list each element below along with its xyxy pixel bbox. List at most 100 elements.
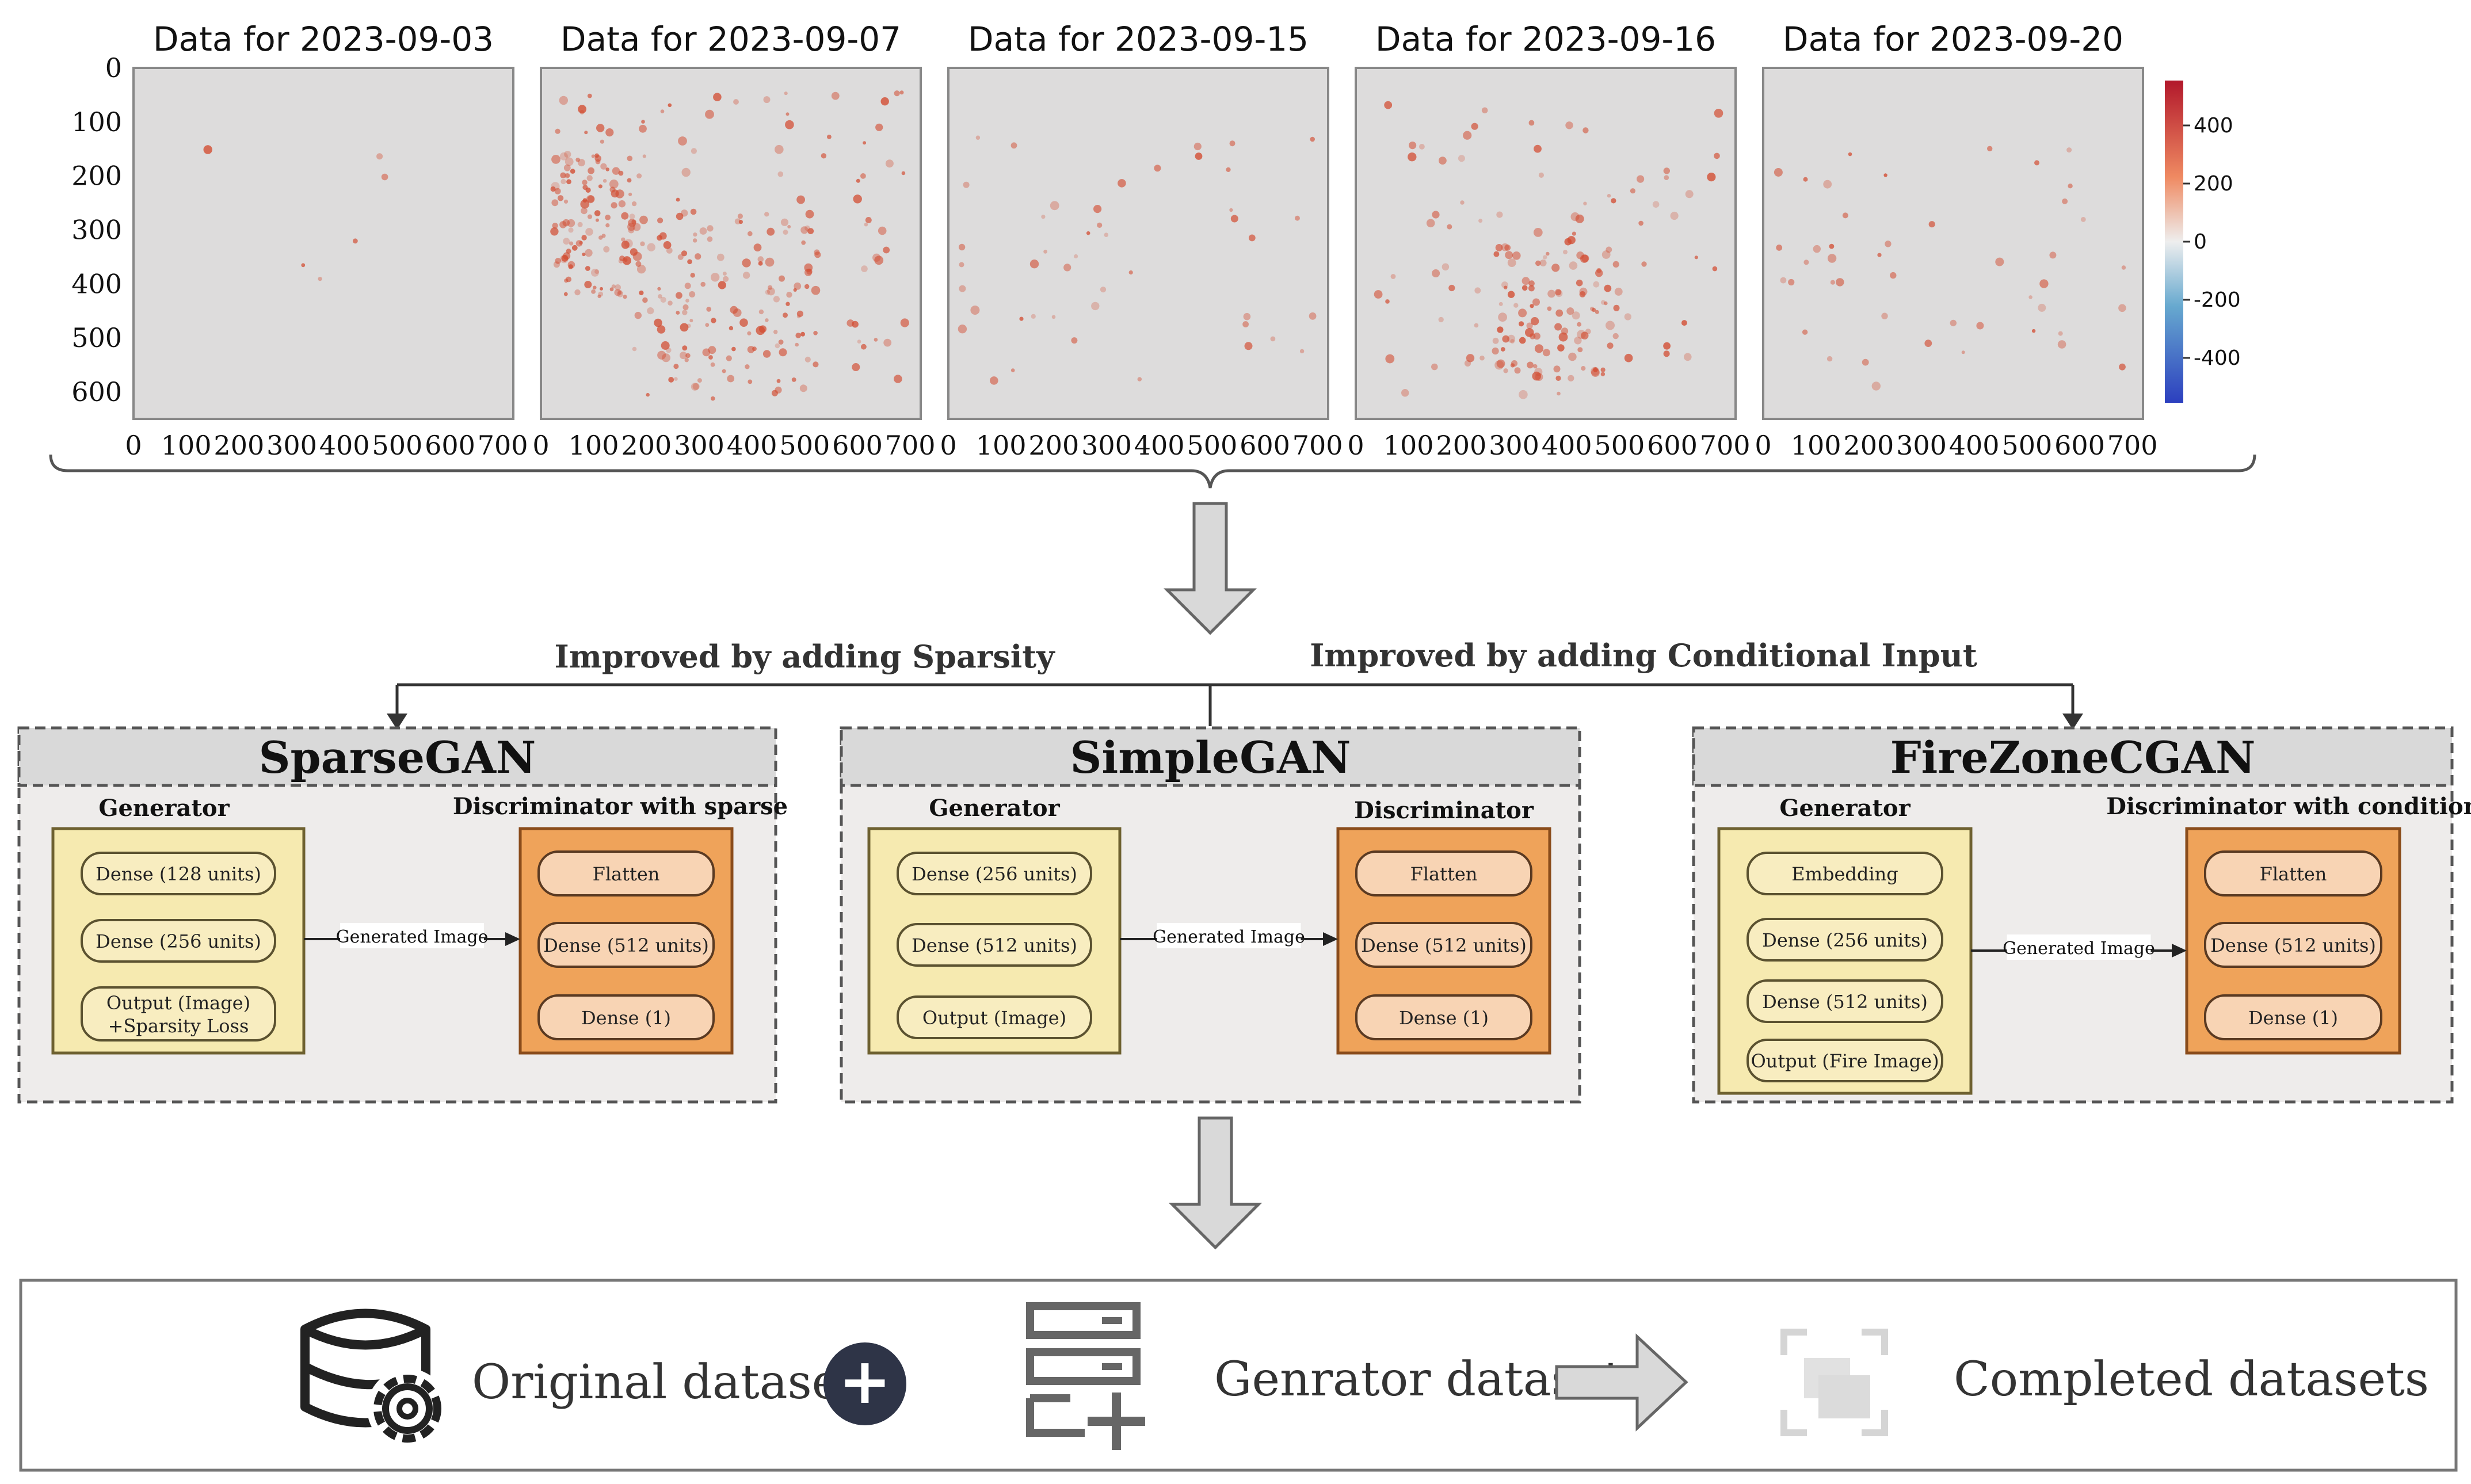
hotspot-dot	[557, 195, 564, 201]
hotspot-dot	[1463, 131, 1472, 140]
hotspot-dot	[1501, 243, 1509, 251]
x-tick-label: 0	[532, 430, 549, 461]
hotspot-dot	[1448, 284, 1455, 292]
hotspot-dot	[2049, 251, 2057, 259]
heatmap-hotspots	[203, 145, 388, 281]
hotspot-dot	[552, 223, 558, 229]
x-tick-label: 600	[1240, 430, 1290, 461]
hotspot-dot	[1519, 337, 1526, 344]
y-tick-label: 300	[71, 215, 122, 246]
right-arrow-icon	[1555, 1333, 1688, 1432]
hotspot-dot	[1539, 260, 1547, 266]
hotspot-dot	[731, 346, 736, 352]
hotspot-dot	[1883, 173, 1887, 177]
hotspot-dot	[711, 396, 715, 401]
hotspot-dot	[617, 290, 623, 295]
hotspot-dot	[764, 212, 769, 217]
hotspot-dot	[1496, 359, 1505, 368]
hotspot-dot	[796, 310, 803, 317]
hotspot-dot	[1051, 315, 1056, 319]
hotspot-dot	[1093, 205, 1102, 213]
colorbar-tick-label: -400	[2194, 346, 2241, 370]
hotspot-dot	[565, 173, 570, 178]
generator-layer	[1747, 918, 1943, 962]
hotspot-dot	[1641, 261, 1647, 267]
x-tick-label: 200	[621, 430, 672, 461]
y-tick-label: 600	[71, 376, 122, 407]
heatmap-plot-area	[1762, 67, 2144, 420]
edge-arrowhead	[2172, 944, 2187, 957]
hotspot-dot	[682, 310, 688, 315]
generator-layer-label: Dense (512 units)	[1762, 991, 1928, 1013]
hotspot-dot	[587, 214, 593, 219]
hotspot-dot	[1299, 349, 1305, 354]
generator-layer-line: Output (Image)	[106, 992, 250, 1014]
heatmap-plot-area	[540, 67, 922, 420]
hotspot-dot	[1681, 320, 1687, 326]
hotspot-dot	[674, 377, 678, 381]
hotspot-dot	[711, 318, 716, 323]
hotspot-dot	[783, 230, 788, 235]
x-tick-label: 300	[1489, 430, 1539, 461]
hotspot-dot	[1836, 278, 1844, 287]
hotspot-dot	[1604, 284, 1612, 292]
generator-layer	[1747, 1039, 1943, 1082]
heatmap-plot-area	[1355, 67, 1737, 420]
hotspot-dot	[767, 287, 775, 296]
hotspot-dot	[647, 307, 654, 315]
discriminator-layer-label: Flatten	[2260, 863, 2327, 885]
hotspot-dot	[708, 355, 713, 360]
hotspot-dot	[1495, 244, 1503, 251]
hotspot-dot	[1534, 144, 1542, 153]
hotspot-dot	[1530, 317, 1539, 326]
hotspot-dot	[1533, 364, 1538, 369]
hotspot-dot	[628, 192, 632, 196]
x-tick-label: 700	[1700, 430, 1751, 461]
branch-left-arrowhead	[387, 714, 407, 730]
hotspot-dot	[1611, 198, 1616, 204]
hotspot-dot	[804, 268, 812, 276]
hotspot-dot	[1885, 241, 1892, 247]
hotspot-dot	[1577, 322, 1582, 327]
hotspot-dot	[584, 131, 588, 135]
colorbar-tick-label: 400	[2194, 114, 2233, 138]
hotspot-dot	[1591, 367, 1600, 376]
hotspot-dot	[203, 145, 212, 154]
hotspot-dot	[1924, 339, 1932, 347]
hotspot-dot	[2028, 295, 2033, 299]
generator-layer	[81, 919, 276, 963]
hotspot-dot	[1390, 274, 1396, 279]
hotspot-dot	[1514, 367, 1521, 374]
hotspot-dot	[827, 135, 832, 139]
hotspot-dot	[1826, 356, 1833, 362]
x-tick-label: 100	[1383, 430, 1434, 461]
hotspot-dot	[612, 167, 620, 175]
hotspot-dot	[619, 255, 625, 261]
hotspot-dot	[1481, 107, 1488, 114]
hotspot-dot	[1572, 311, 1580, 320]
hotspot-dot	[681, 167, 691, 177]
hotspot-dot	[765, 257, 775, 267]
hotspot-dot	[901, 171, 906, 176]
hotspot-dot	[1528, 280, 1535, 287]
hotspot-dot	[791, 377, 796, 382]
hotspot-dot	[707, 236, 713, 242]
gan-title: SimpleGAN	[1070, 732, 1351, 783]
x-tick-label: 200	[1843, 430, 1894, 461]
hotspot-dot	[1566, 307, 1574, 315]
hotspot-dot	[958, 243, 966, 251]
hotspot-dot	[778, 339, 784, 345]
hotspot-dot	[763, 96, 771, 104]
hotspot-dot	[814, 251, 821, 258]
hotspot-dot	[787, 225, 791, 228]
discriminator-title: Discriminator with condition	[2106, 793, 2471, 820]
hotspot-dot	[570, 169, 575, 174]
hotspot-dot	[799, 384, 807, 392]
generated-image-label: Generated Image	[336, 927, 489, 947]
hotspot-dot	[603, 246, 610, 253]
hotspot-dot	[676, 212, 684, 220]
hotspot-dot	[660, 296, 666, 303]
hotspot-dot	[1638, 220, 1643, 226]
discriminator-layer	[2204, 850, 2382, 896]
hotspot-dot	[658, 294, 662, 299]
